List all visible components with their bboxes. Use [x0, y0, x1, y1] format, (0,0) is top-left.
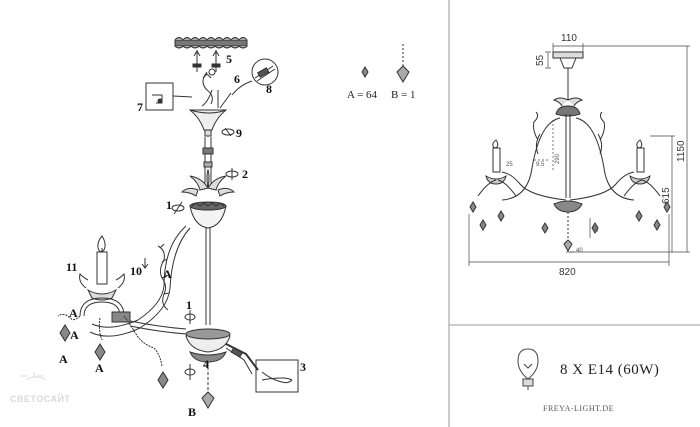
lower-hub	[185, 328, 231, 363]
canopy-cup	[188, 109, 228, 137]
crystal-label-a-left-mid: A	[70, 328, 79, 342]
leaf-tendril	[157, 243, 170, 311]
leaf-crown	[180, 168, 236, 197]
lower-chain	[201, 362, 215, 409]
candle	[96, 235, 108, 285]
dim-canopy-height: 55	[535, 54, 546, 66]
part-label-8: 8	[266, 82, 272, 96]
crystal-label-a-tendril: A	[163, 267, 172, 281]
dim-total-height: 1150	[676, 140, 687, 162]
part-label-7: 7	[137, 100, 143, 114]
website-label: FREYA-LIGHT.DE	[543, 404, 615, 413]
crystal-label-b: B	[188, 405, 197, 419]
chandelier-arm	[89, 225, 191, 337]
part-label-4: 4	[203, 357, 209, 371]
dim-canopy-width: 110	[561, 33, 577, 44]
crystal-label-a-center: A	[95, 361, 104, 375]
legend-crystals	[361, 44, 410, 83]
part-label-11: 11	[66, 260, 78, 274]
crystal-strands	[57, 313, 163, 367]
bulb-spec: 8 X E14 (60W)	[560, 362, 660, 378]
upper-bowl	[189, 201, 227, 229]
detail-circle-8	[231, 58, 279, 96]
crystal-drops	[59, 324, 169, 389]
part-label-10: 10	[130, 264, 142, 278]
dim-arm-spacing: 9.5	[536, 162, 545, 168]
crystal-label-a-left-bottom: A	[59, 352, 68, 366]
mounting-screws	[192, 50, 221, 72]
central-rod	[202, 137, 214, 325]
part-label-2: 2	[242, 167, 248, 181]
part-label-3: 3	[300, 360, 306, 374]
watermark-chandelier-icon	[20, 372, 47, 381]
dim-crystal-size: 40	[576, 248, 583, 254]
dim-arm-height: 290	[555, 153, 561, 164]
ceiling-plate	[174, 37, 248, 49]
part-label-1-lower: 1	[186, 298, 192, 312]
candle-cup	[79, 273, 131, 323]
legend-count-a: A = 64	[347, 89, 378, 101]
part-label-1-upper: 1	[166, 198, 172, 212]
watermark-text: СВЕТОСАЙТ	[10, 394, 71, 404]
dimension-drawing	[468, 43, 690, 266]
wire-connector	[225, 343, 299, 393]
part-label-6: 6	[234, 72, 240, 86]
detail-box-7	[145, 82, 193, 111]
crystal-label-a-left-top: A	[69, 306, 78, 320]
legend-count-b: B = 1	[391, 89, 416, 101]
dim-candle-height: 25	[506, 162, 513, 168]
part-label-9: 9	[236, 126, 242, 140]
part-label-5: 5	[226, 52, 232, 66]
dim-body-height: 615	[661, 187, 672, 204]
dim-total-width: 820	[559, 267, 576, 278]
light-bulb-icon	[517, 348, 539, 390]
ceiling-hook	[202, 68, 216, 105]
dim-crystal-drop: 35	[594, 225, 600, 232]
